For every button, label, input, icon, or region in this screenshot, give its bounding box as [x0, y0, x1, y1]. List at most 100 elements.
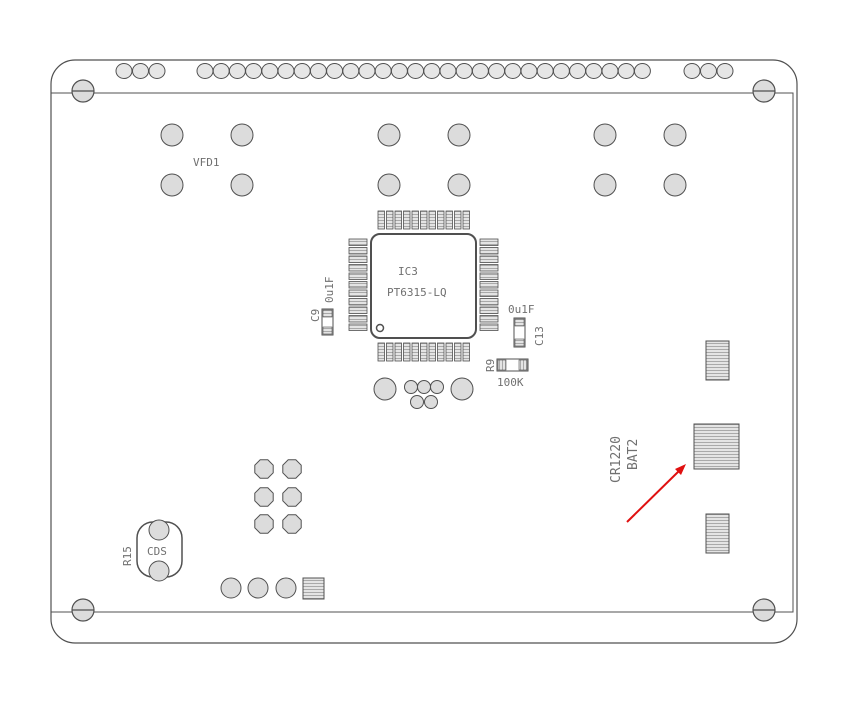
- connector-pad: [552, 63, 570, 79]
- c13-capacitor: [513, 317, 526, 348]
- connector-pad: [358, 63, 376, 79]
- c9-value-label: 0u1F: [323, 277, 336, 304]
- battery-pads: [693, 340, 740, 554]
- vfd-pins: [160, 123, 687, 197]
- connector-pad: [407, 63, 425, 79]
- ic-pad-right: [479, 306, 499, 314]
- connector-pad: [212, 63, 230, 79]
- connector-pad: [471, 63, 489, 79]
- ic-pad-right: [479, 247, 499, 255]
- connector-pad: [455, 63, 473, 79]
- ic-pad-bottom: [420, 342, 428, 362]
- connector-pad: [633, 63, 651, 79]
- connector-pad: [245, 63, 263, 79]
- connector-pad: [700, 63, 717, 79]
- bottom-connector-pads: [220, 577, 325, 600]
- ic-pad-left: [348, 323, 368, 331]
- ic-pad-top: [428, 210, 436, 230]
- cds-label: CDS: [147, 545, 167, 558]
- battery-ref-label: BAT2: [626, 439, 641, 470]
- ic-pad-top: [462, 210, 470, 230]
- c9-ref-label: C9: [309, 309, 322, 322]
- c13-value-label: 0u1F: [508, 303, 535, 316]
- ic-pad-right: [479, 315, 499, 323]
- connector-pad: [132, 63, 149, 79]
- ic-pad-left: [348, 298, 368, 306]
- ic-pad-top: [377, 210, 385, 230]
- ic-pad-left: [348, 255, 368, 263]
- ic-pad-left: [348, 238, 368, 246]
- ic-pad-bottom: [394, 342, 402, 362]
- connector-pad: [196, 63, 214, 79]
- mounting-holes: [71, 79, 776, 622]
- ic-pad-bottom: [437, 342, 445, 362]
- ic-pad-right: [479, 255, 499, 263]
- connector-pad: [536, 63, 554, 79]
- ic-pad-right: [479, 289, 499, 297]
- ic-pad-left: [348, 264, 368, 272]
- mounting-hole-top-right: [752, 79, 776, 103]
- ic-pad-left: [348, 247, 368, 255]
- battery-part-label: CR1220: [609, 436, 624, 483]
- connector-pad: [374, 63, 392, 79]
- octagon-pad: [254, 487, 274, 507]
- mounting-hole-bottom-left: [71, 598, 95, 622]
- ic-pad-top: [403, 210, 411, 230]
- ic3-ref-label: IC3: [398, 265, 418, 278]
- ic-pad-left: [348, 281, 368, 289]
- r9-value-label: 100K: [497, 376, 524, 389]
- ic-pad-bottom: [462, 342, 470, 362]
- ic-pad-bottom: [411, 342, 419, 362]
- octagon-pad: [282, 514, 302, 534]
- connector-pad: [520, 63, 538, 79]
- r9-ref-label: R9: [484, 359, 497, 372]
- c13-ref-label: C13: [533, 326, 546, 346]
- ic-pad-bottom: [445, 342, 453, 362]
- octagon-pad: [254, 514, 274, 534]
- connector-pad: [504, 63, 522, 79]
- c9-capacitor: [321, 308, 334, 336]
- connector-pad: [390, 63, 408, 79]
- connector-pad: [617, 63, 635, 79]
- ic3-pads: [348, 210, 499, 362]
- ic3-pin1-marker: [375, 323, 385, 333]
- connector-pad: [601, 63, 619, 79]
- r15-ref-label: R15: [121, 546, 134, 566]
- ic-pad-left: [348, 272, 368, 280]
- ic-pad-right: [479, 272, 499, 280]
- connector-pad: [585, 63, 603, 79]
- ic-pad-right: [479, 281, 499, 289]
- ic-pad-right: [479, 264, 499, 272]
- ic-pad-right: [479, 298, 499, 306]
- ic-pad-top: [445, 210, 453, 230]
- cds-sensor: [136, 519, 183, 582]
- ic-pad-top: [454, 210, 462, 230]
- connector-pad: [439, 63, 457, 79]
- octagon-pads: [254, 459, 302, 534]
- display-window-outline: [50, 92, 794, 613]
- mounting-hole-bottom-right: [752, 598, 776, 622]
- connector-pad: [277, 63, 295, 79]
- ic-pad-left: [348, 315, 368, 323]
- ic-pad-top: [437, 210, 445, 230]
- ic-pad-top: [394, 210, 402, 230]
- ic-pad-bottom: [428, 342, 436, 362]
- octagon-pad: [282, 459, 302, 479]
- top-connector-pads: [115, 63, 734, 79]
- connector-pad: [342, 63, 360, 79]
- connector-pad: [569, 63, 587, 79]
- connector-pad: [228, 63, 246, 79]
- red-arrow-pointer-icon: [626, 464, 686, 523]
- octagon-pad: [282, 487, 302, 507]
- connector-pad: [423, 63, 441, 79]
- ic-pad-right: [479, 238, 499, 246]
- mounting-hole-top-left: [71, 79, 95, 103]
- ic-pad-left: [348, 306, 368, 314]
- ic-pad-top: [411, 210, 419, 230]
- r9-resistor: [496, 358, 529, 372]
- ic-pad-bottom: [386, 342, 394, 362]
- ic-pad-bottom: [403, 342, 411, 362]
- connector-pad: [309, 63, 327, 79]
- connector-pad: [683, 63, 701, 79]
